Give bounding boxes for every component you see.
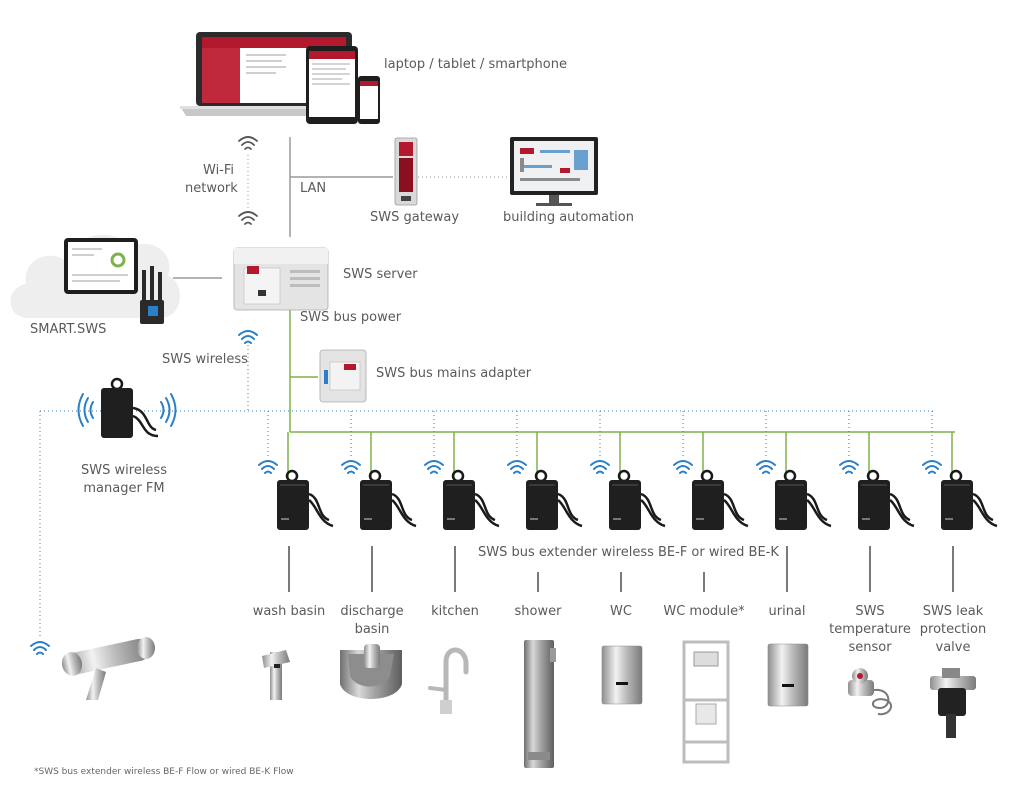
lan-connections — [173, 137, 393, 279]
bus-extender-icon — [690, 469, 750, 532]
wireless-manager-signal-icon — [77, 393, 177, 427]
fixture-label: WC — [610, 604, 632, 619]
fixture-label: discharge — [340, 604, 404, 619]
sws-server-icon — [233, 247, 329, 311]
fixture-label: temperature — [829, 622, 911, 637]
bus-extender-icon — [939, 469, 999, 532]
wc-module-frame-icon — [682, 640, 730, 764]
extender-wireless-icon — [507, 460, 527, 474]
wireless-thermostatic-faucet-icon — [61, 637, 155, 700]
fixture-label: kitchen — [431, 604, 479, 619]
bus-extender-icon — [524, 469, 584, 532]
fixture-label: WC module* — [663, 604, 745, 619]
building-automation-monitor-icon — [510, 137, 598, 206]
smart-sws-label: SMART.SWS — [30, 322, 107, 337]
extender-wireless-icon — [673, 460, 693, 474]
fixture-label: SWS leak — [922, 604, 984, 619]
bus-extenders — [258, 460, 999, 532]
wireless-manager-label-line2: manager FM — [83, 481, 165, 496]
footnote: *SWS bus extender wireless BE-F Flow or … — [34, 767, 294, 777]
sws-bus-wired — [289, 308, 955, 433]
fixture-label: wash basin — [252, 604, 326, 619]
wifi-icon-top — [238, 136, 258, 150]
sws-bus-mains-adapter-icon — [319, 349, 367, 403]
devices-label: laptop / tablet / smartphone — [384, 57, 567, 72]
smartphone-icon — [358, 76, 380, 124]
bus-extender-icon — [358, 469, 418, 532]
sws-wireless-icon — [238, 330, 258, 344]
bus-extender-icon — [441, 469, 501, 532]
fixture-label: valve — [935, 640, 971, 655]
sws-bus-mains-adapter-label: SWS bus mains adapter — [376, 366, 532, 381]
wifi-network-label-line2: network — [185, 181, 238, 196]
sws-wireless-manager-icon — [101, 377, 159, 438]
temperature-sensor-icon — [848, 668, 893, 716]
wc-flush-plate-icon — [601, 645, 643, 705]
wireless-manager-label-line1: SWS wireless — [81, 463, 167, 478]
fixture-connection-lines — [288, 546, 954, 592]
wireless-drop-lines — [267, 411, 933, 456]
bus-extender-label: SWS bus extender wireless BE-F or wired … — [478, 545, 779, 560]
urinal-flush-plate-icon — [767, 643, 809, 707]
sws-gateway-icon — [394, 137, 418, 206]
discharge-basin-icon — [340, 644, 402, 699]
extender-wireless-icon — [424, 460, 444, 474]
tablet-icon — [306, 46, 358, 124]
sws-bus-power-label: SWS bus power — [300, 310, 402, 325]
sws-server-label: SWS server — [343, 267, 418, 282]
extender-wireless-icon — [590, 460, 610, 474]
sws-bus-wireless — [39, 345, 933, 638]
bus-extender-icon — [856, 469, 916, 532]
extender-wireless-icon — [341, 460, 361, 474]
fixture-label: protection — [919, 622, 987, 637]
bus-extender-icon — [275, 469, 335, 532]
shower-panel-icon — [524, 640, 556, 768]
extender-wireless-icon — [258, 460, 278, 474]
lan-label: LAN — [300, 181, 327, 196]
fixture-label: shower — [514, 604, 562, 619]
kitchen-faucet-icon — [428, 647, 469, 714]
leak-protection-valve-icon — [930, 668, 976, 738]
fixture-label: SWS — [855, 604, 885, 619]
fixture-label: sensor — [848, 640, 892, 655]
fixture-label: urinal — [768, 604, 806, 619]
extender-wireless-icon — [922, 460, 942, 474]
fixture-label: basin — [354, 622, 390, 637]
extender-wireless-icon — [756, 460, 776, 474]
sws-gateway-label: SWS gateway — [370, 210, 460, 225]
bus-extender-icon — [607, 469, 667, 532]
wash-basin-faucet-icon — [262, 650, 290, 700]
extender-wireless-icon — [839, 460, 859, 474]
wifi-network-label-line1: Wi-Fi — [203, 163, 235, 178]
sws-wireless-label: SWS wireless — [162, 352, 248, 367]
wireless-faucet-signal-icon — [30, 641, 50, 655]
bus-extender-icon — [773, 469, 833, 532]
wifi-icon-bottom — [238, 211, 258, 225]
building-automation-label: building automation — [503, 210, 634, 225]
smart-sws-cloud-icon — [10, 234, 180, 324]
